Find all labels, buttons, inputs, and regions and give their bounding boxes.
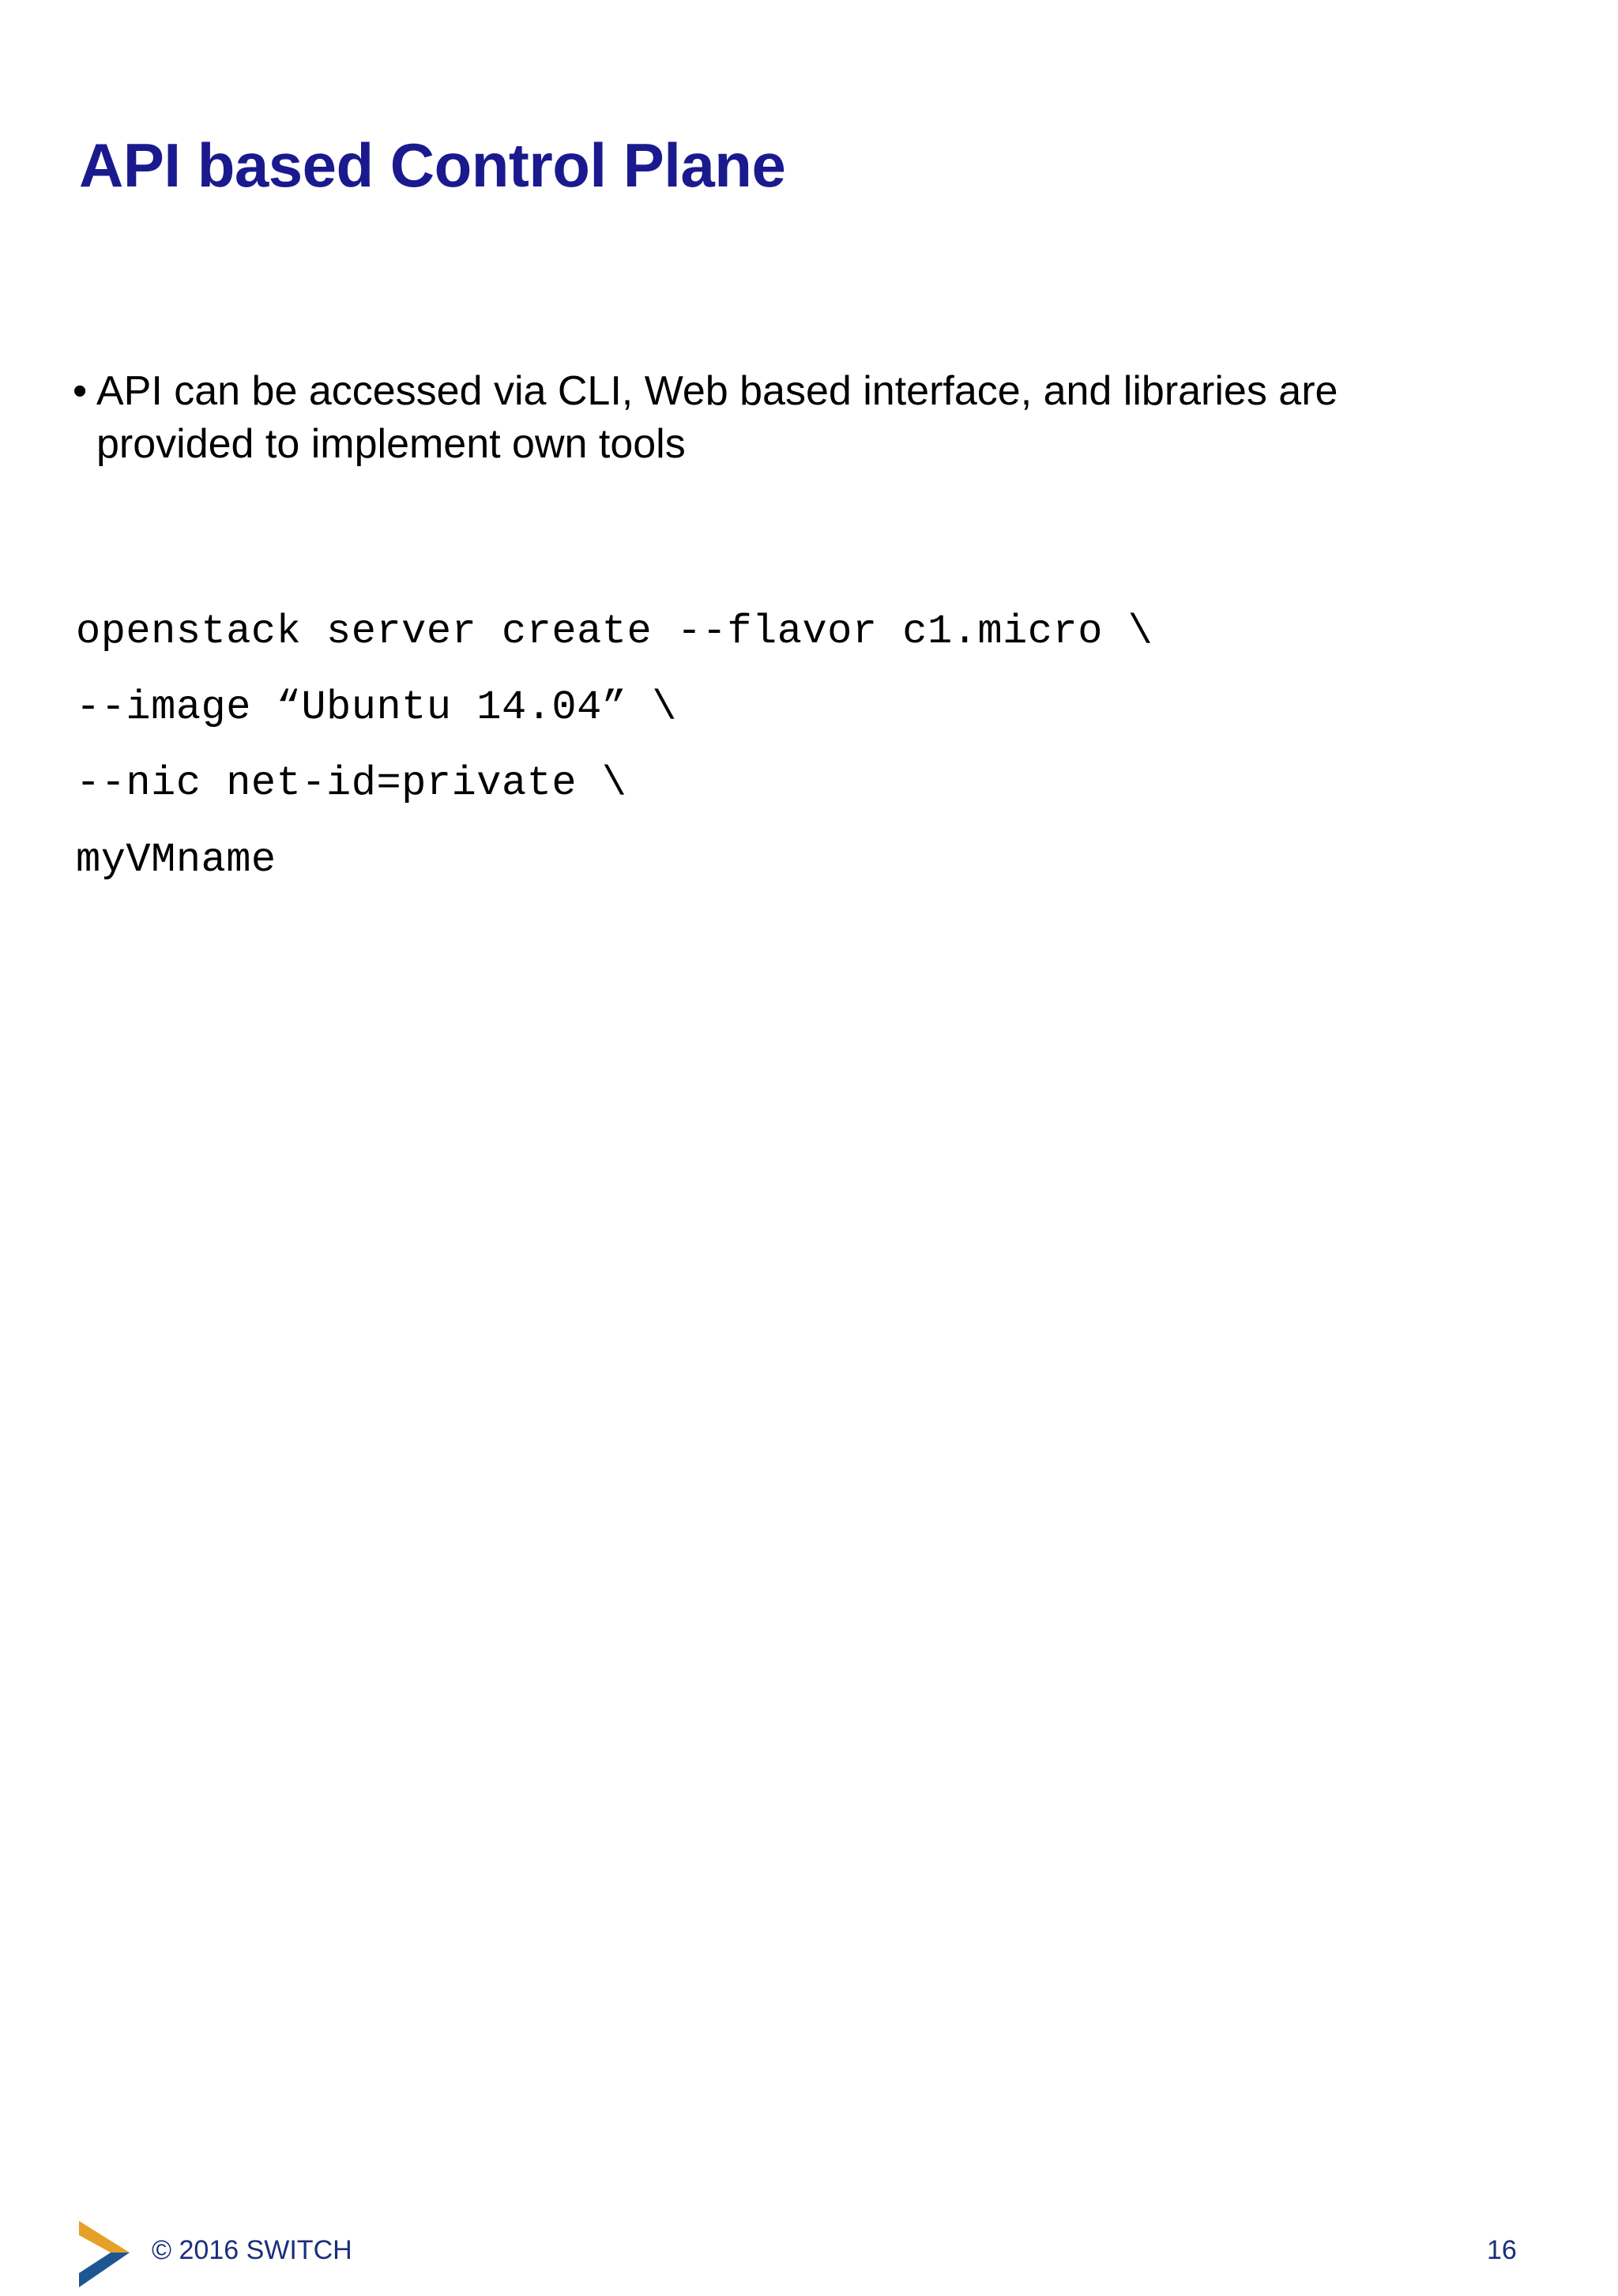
bullet-item-label: API can be accessed via CLI, Web based i… xyxy=(96,368,1338,467)
code-line: myVMname xyxy=(76,836,277,883)
code-line: openstack server create --flavor c1.micr… xyxy=(76,608,1153,655)
switch-chevron-logo-icon xyxy=(76,2216,133,2292)
code-line: --image “Ubuntu 14.04” \ xyxy=(76,684,677,732)
slide-footer: © 2016 SWITCH 16 xyxy=(0,1095,1618,2287)
code-block: openstack server create --flavor c1.micr… xyxy=(76,594,1153,898)
bullet-list: • API can be accessed via CLI, Web based… xyxy=(73,365,1526,470)
list-item: • API can be accessed via CLI, Web based… xyxy=(73,365,1526,470)
code-line: --nic net-id=private \ xyxy=(76,760,627,807)
page-number: 16 xyxy=(1487,2235,1517,2265)
page-title: API based Control Plane xyxy=(79,130,786,201)
copyright-label: © 2016 SWITCH xyxy=(152,2235,352,2265)
slide-canvas: API based Control Plane • API can be acc… xyxy=(0,130,1618,2287)
bullet-marker-icon: • xyxy=(73,368,88,414)
